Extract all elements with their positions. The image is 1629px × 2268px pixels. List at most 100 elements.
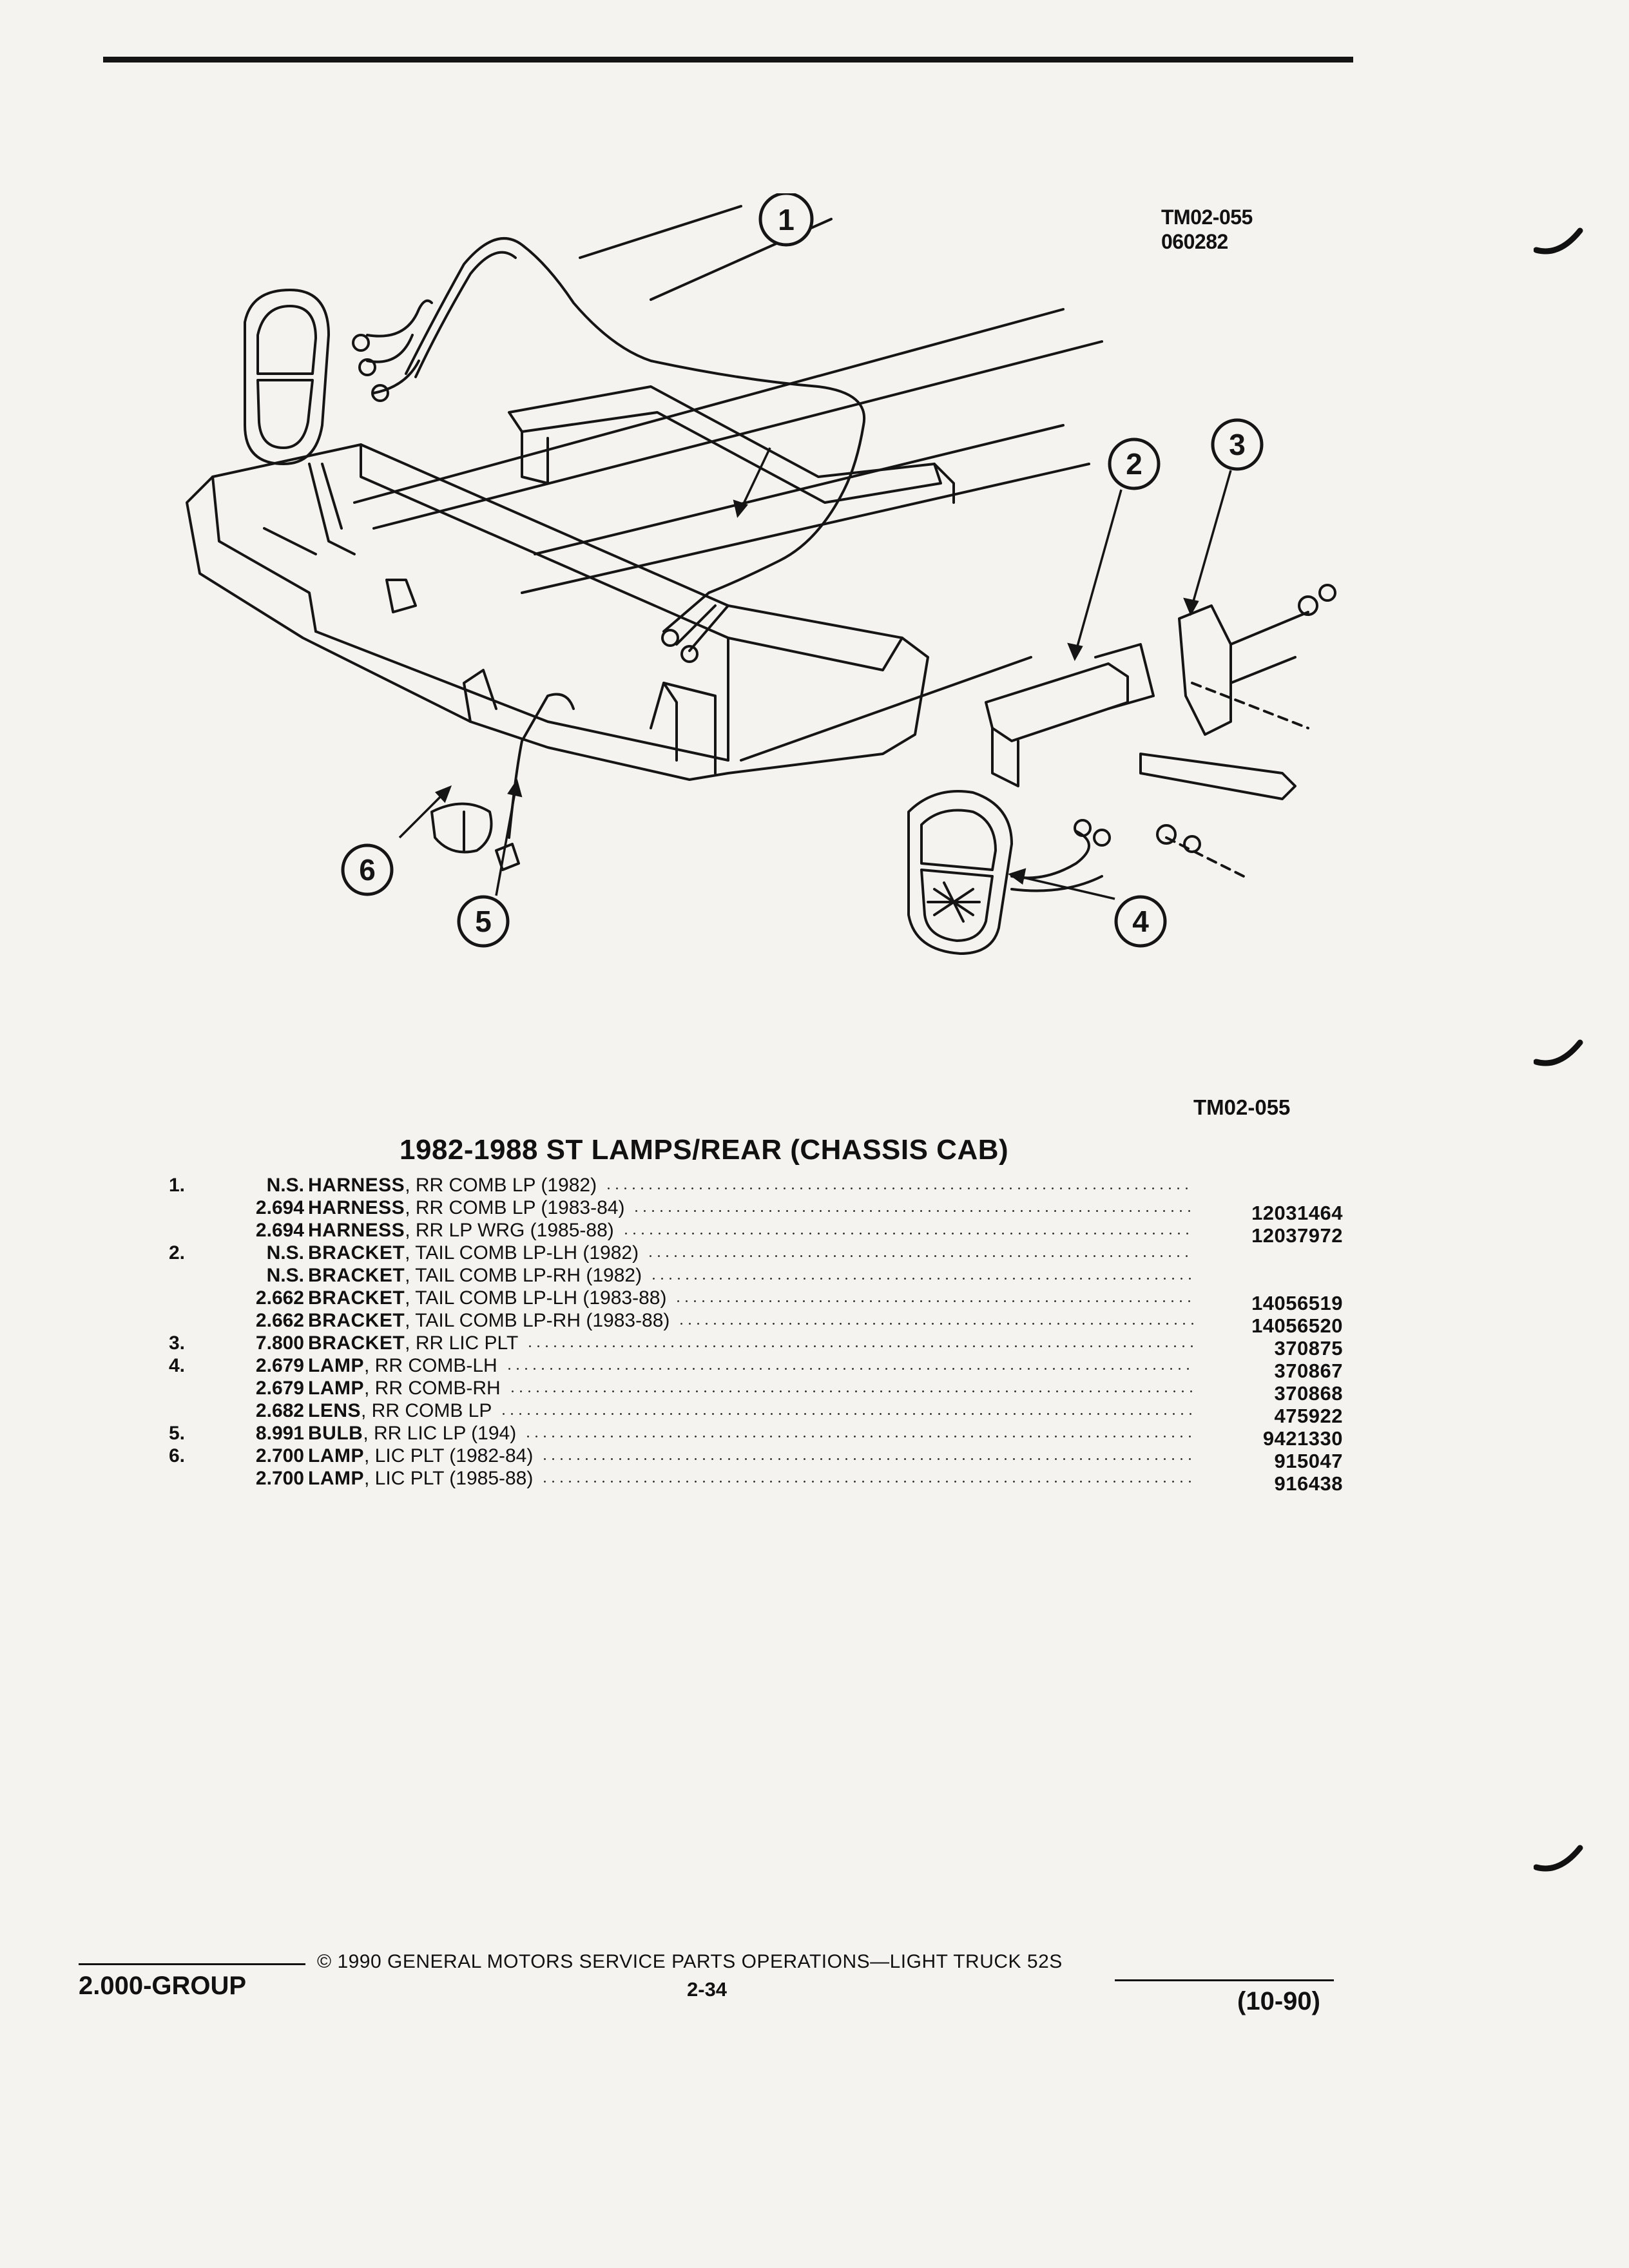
- parts-row-code: 2.662: [255, 1287, 304, 1309]
- parts-row-name: LAMP: [308, 1468, 364, 1489]
- parts-row-name: BRACKET: [308, 1332, 405, 1354]
- parts-row-qualifier: , RR COMB-LH: [364, 1355, 497, 1376]
- parts-row-part-number: 370868: [1274, 1382, 1343, 1405]
- parts-row-part-number: 370875: [1274, 1337, 1343, 1360]
- parts-row-name: LENS: [308, 1400, 361, 1421]
- footer-group: 2.000-GROUP: [79, 1972, 247, 2000]
- parts-row-name: LAMP: [308, 1445, 364, 1466]
- parts-row-description: BRACKET, TAIL COMB LP-LH (1983-88): [308, 1287, 666, 1309]
- top-rule: [103, 57, 1353, 62]
- parts-row-description: LAMP, RR COMB-RH: [308, 1377, 501, 1399]
- parts-row-qualifier: , RR COMB-RH: [364, 1378, 501, 1399]
- parts-row-name: LAMP: [308, 1378, 364, 1399]
- parts-row-description: HARNESS, RR COMB LP (1982): [308, 1174, 597, 1196]
- parts-row-qualifier: , TAIL COMB LP-LH (1983-88): [405, 1287, 667, 1309]
- callout-5: 5: [475, 905, 492, 938]
- parts-row-part-number: 12037972: [1251, 1224, 1343, 1247]
- parts-row-part-number: 14056520: [1251, 1314, 1343, 1337]
- parts-row-description: HARNESS, RR LP WRG (1985-88): [308, 1219, 614, 1242]
- parts-row-qualifier: , RR LP WRG (1985-88): [405, 1220, 614, 1241]
- footer-rule-left: [79, 1963, 305, 1965]
- parts-row-description: LENS, RR COMB LP: [308, 1399, 492, 1422]
- parts-row-code: 2.679: [255, 1378, 304, 1399]
- parts-row-description: BRACKET, TAIL COMB LP-LH (1982): [308, 1242, 639, 1264]
- parts-row-code: 2.694: [255, 1220, 304, 1241]
- parts-row-leader-dots: [646, 1255, 1193, 1257]
- parts-row-leader-dots: [632, 1210, 1193, 1212]
- binder-mark-icon: [1534, 1845, 1583, 1872]
- parts-row-name: BRACKET: [308, 1242, 405, 1264]
- parts-row-description: HARNESS, RR COMB LP (1983-84): [308, 1196, 624, 1219]
- parts-row-part-number: 475922: [1274, 1405, 1343, 1427]
- parts-row-name: LAMP: [308, 1355, 364, 1376]
- parts-row-name: BRACKET: [308, 1287, 405, 1309]
- parts-row-qualifier: , LIC PLT (1982-84): [364, 1445, 534, 1466]
- callout-4: 4: [1132, 905, 1149, 938]
- callout-3: 3: [1229, 428, 1246, 461]
- figure-ref-code-line1: TM02-055: [1161, 206, 1253, 229]
- page-title: 1982-1988 ST LAMPS/REAR (CHASSIS CAB): [400, 1134, 1009, 1166]
- parts-row-code: N.S.: [266, 1242, 304, 1264]
- callout-1-circle: [758, 193, 814, 247]
- parts-row-qualifier: , TAIL COMB LP-LH (1982): [405, 1242, 639, 1264]
- parts-row-index: 2.: [169, 1242, 186, 1264]
- parts-row-description: BRACKET, TAIL COMB LP-RH (1983-88): [308, 1309, 670, 1332]
- parts-row-description: LAMP, LIC PLT (1985-88): [308, 1467, 533, 1490]
- parts-row-code: 2.694: [255, 1197, 304, 1218]
- parts-row-qualifier: , RR LIC PLT: [405, 1332, 519, 1354]
- parts-row-leader-dots: [526, 1345, 1193, 1347]
- parts-row-leader-dots: [622, 1233, 1193, 1235]
- parts-row-description: BRACKET, TAIL COMB LP-RH (1982): [308, 1264, 642, 1287]
- parts-row-qualifier: , LIC PLT (1985-88): [364, 1468, 534, 1489]
- parts-row-leader-dots: [677, 1323, 1193, 1325]
- parts-row-name: BULB: [308, 1423, 363, 1444]
- parts-row-part-number: 9421330: [1262, 1427, 1343, 1450]
- rear-lamps-exploded-illustration: 1 2 3 4 5 6: [186, 193, 1336, 955]
- parts-row-index: 4.: [169, 1355, 186, 1376]
- parts-row-index: 1.: [169, 1175, 186, 1196]
- parts-row-code: N.S.: [266, 1265, 304, 1286]
- parts-row-description: BULB, RR LIC LP (194): [308, 1422, 516, 1445]
- footer-copyright: © 1990 GENERAL MOTORS SERVICE PARTS OPER…: [317, 1951, 1063, 1972]
- parts-row-code: 8.991: [255, 1423, 304, 1444]
- parts-row-leader-dots: [499, 1413, 1193, 1415]
- parts-row-description: LAMP, RR COMB-LH: [308, 1354, 497, 1377]
- footer-rule-right: [1115, 1979, 1334, 1981]
- parts-row-description: BRACKET, RR LIC PLT: [308, 1332, 518, 1354]
- parts-row-index: 3.: [169, 1332, 186, 1354]
- footer-revision: (10-90): [1237, 1987, 1320, 2015]
- parts-row-part-number: 14056519: [1251, 1292, 1343, 1314]
- parts-row-code: 2.700: [255, 1445, 304, 1466]
- parts-row-part-number: 12031464: [1251, 1202, 1343, 1224]
- parts-row-leader-dots: [674, 1300, 1193, 1302]
- parts-row-name: BRACKET: [308, 1265, 405, 1286]
- parts-row-qualifier: , TAIL COMB LP-RH (1983-88): [405, 1310, 670, 1331]
- parts-row-code: 2.662: [255, 1310, 304, 1331]
- parts-row-leader-dots: [604, 1187, 1193, 1189]
- callout-2: 2: [1126, 447, 1142, 481]
- parts-row-name: BRACKET: [308, 1310, 405, 1331]
- parts-row-leader-dots: [541, 1481, 1193, 1483]
- binder-mark-icon: [1534, 1039, 1583, 1066]
- parts-row-name: HARNESS: [308, 1197, 405, 1218]
- parts-row-index: 5.: [169, 1423, 186, 1444]
- parts-row-code: N.S.: [266, 1175, 304, 1196]
- parts-row: N.S.BRACKET, TAIL COMB LP-RH (1982): [169, 1264, 1354, 1287]
- parts-row-description: LAMP, LIC PLT (1982-84): [308, 1445, 533, 1467]
- parts-row-part-number: 915047: [1274, 1450, 1343, 1472]
- parts-row-qualifier: , RR COMB LP (1983-84): [405, 1197, 625, 1218]
- parts-row-code: 2.679: [255, 1355, 304, 1376]
- parts-row: 2. N.S.BRACKET, TAIL COMB LP-LH (1982): [169, 1242, 1354, 1264]
- parts-row-leader-dots: [650, 1278, 1193, 1280]
